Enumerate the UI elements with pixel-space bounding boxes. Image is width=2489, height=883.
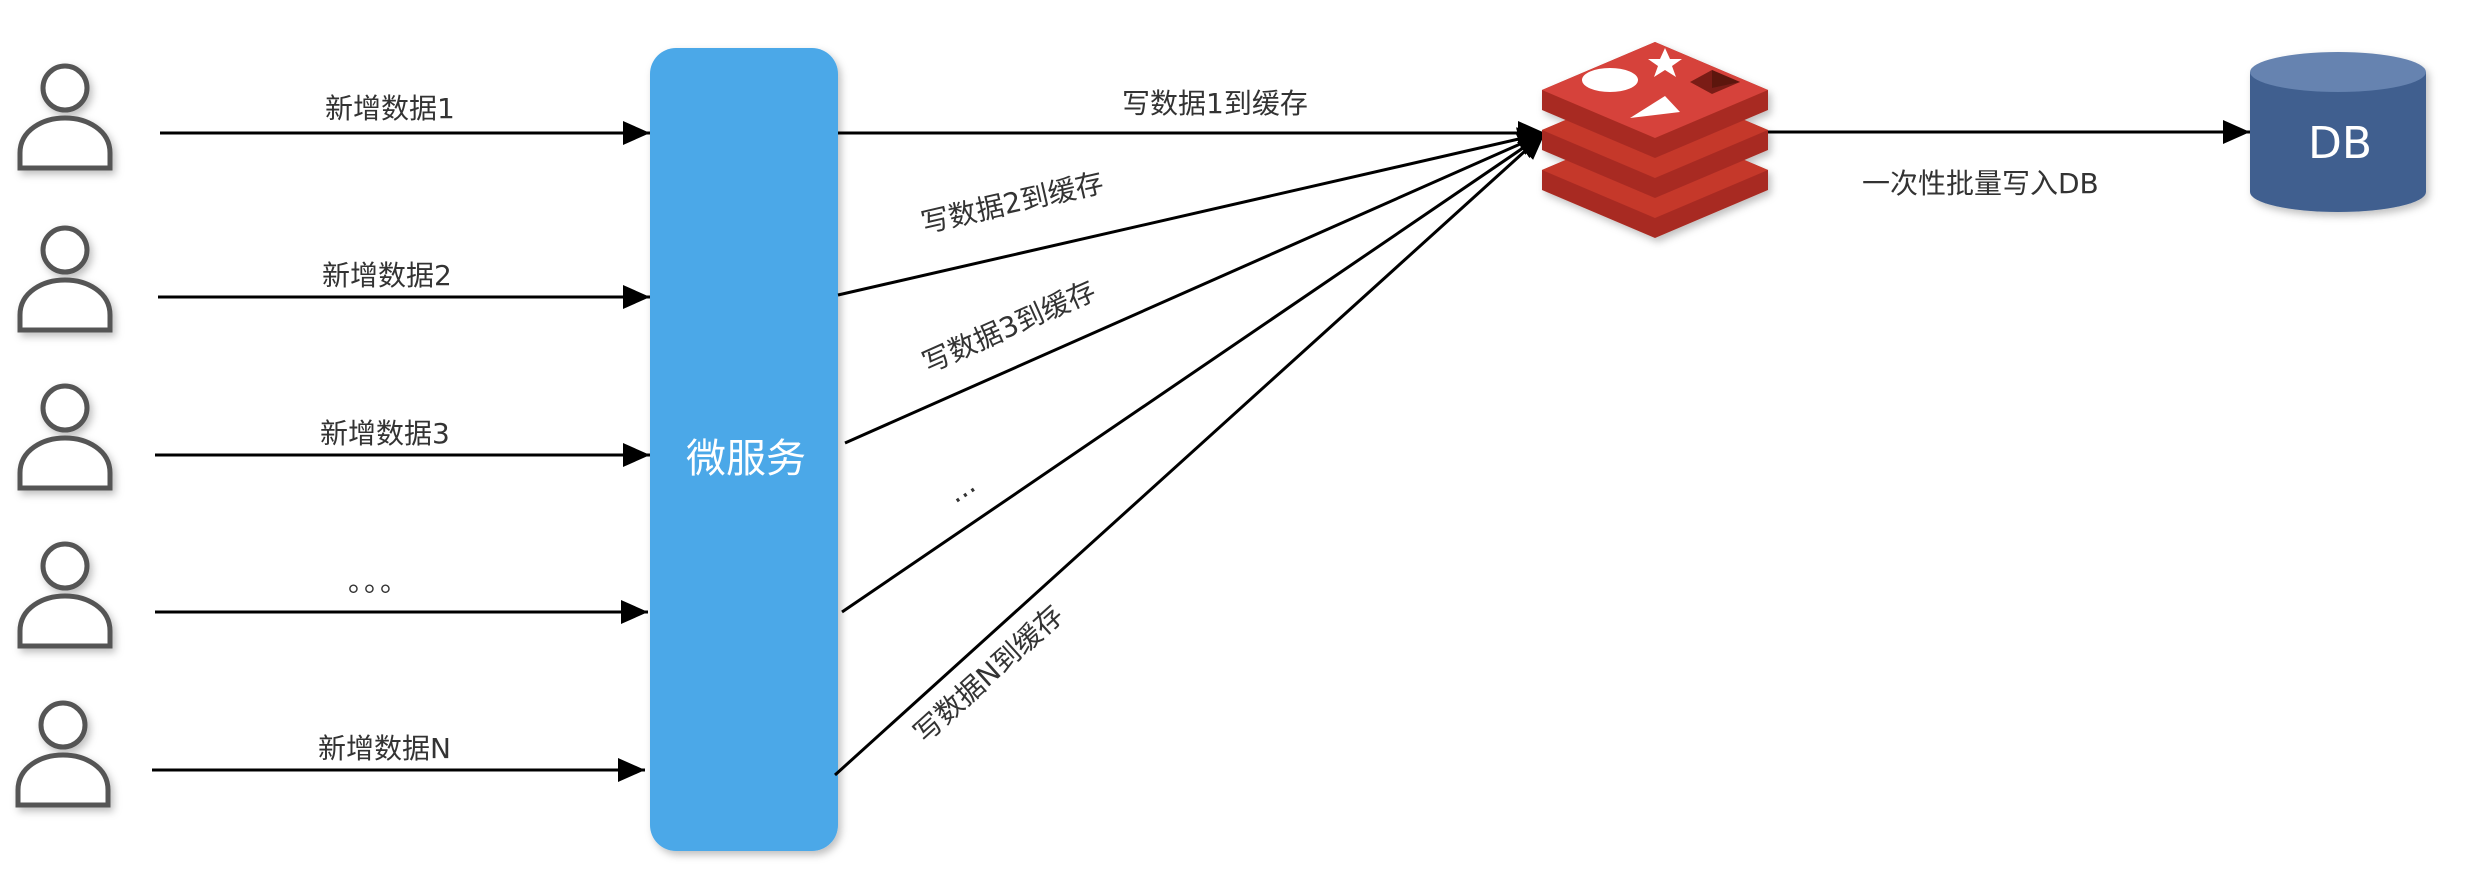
user-icon-1 bbox=[17, 63, 113, 171]
cache-arrow-4 bbox=[841, 131, 1546, 614]
user-label-4: 。。。 bbox=[348, 565, 411, 598]
cache-arrow-2 bbox=[837, 127, 1546, 297]
cache-label-1: 写数据1到缓存 bbox=[1122, 87, 1308, 120]
user-label-1: 新增数据1 bbox=[325, 92, 455, 125]
user-icon-2 bbox=[17, 225, 113, 333]
user-icon-4 bbox=[17, 541, 113, 649]
redis-logo-icon bbox=[1542, 42, 1768, 238]
user-icon-5 bbox=[15, 700, 111, 808]
database-icon bbox=[2250, 52, 2426, 212]
microservice-label: 微服务 bbox=[686, 436, 806, 482]
cache-arrow-5 bbox=[833, 131, 1547, 777]
batch-label: 一次性批量写入DB bbox=[1862, 167, 2099, 200]
cache-arrow-3 bbox=[844, 131, 1546, 445]
user-label-2: 新增数据2 bbox=[322, 259, 452, 292]
db-label: DB bbox=[2308, 118, 2373, 169]
user-label-3: 新增数据3 bbox=[320, 417, 450, 450]
microservice-box bbox=[650, 48, 838, 851]
user-icon-3 bbox=[17, 383, 113, 491]
user-label-5: 新增数据N bbox=[318, 732, 451, 765]
